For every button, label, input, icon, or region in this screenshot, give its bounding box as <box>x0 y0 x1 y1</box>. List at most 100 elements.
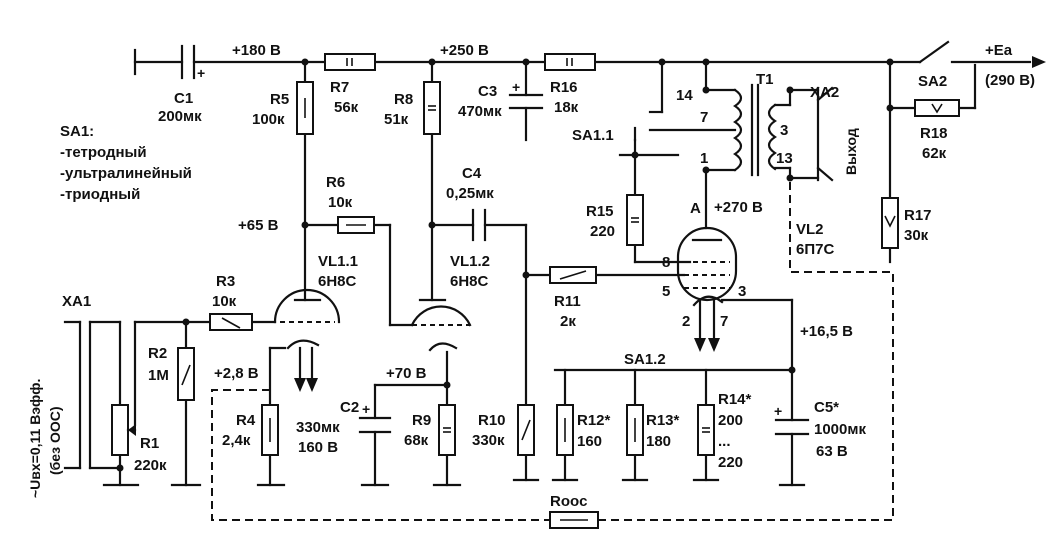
resistor-r6 <box>337 216 375 234</box>
r10-value: 330к <box>472 432 505 449</box>
vl11-type: 6Н8С <box>318 273 357 290</box>
t1-pin-13: 13 <box>776 150 793 167</box>
r4-value: 2,4к <box>222 432 251 449</box>
resistor-r9 <box>438 404 456 456</box>
resistor-r4 <box>261 404 279 456</box>
resistor-r5 <box>296 81 314 135</box>
svg-text:+: + <box>197 65 205 81</box>
anode-label: А <box>690 200 701 217</box>
node-2-8v-label: +2,8 В <box>214 365 259 382</box>
tube-vl2 <box>676 226 738 352</box>
vl2-type: 6П7С <box>796 241 834 258</box>
input-note-label: (без ООС) <box>47 407 63 476</box>
sa1-legend-title: SA1: <box>60 123 94 140</box>
resistor-r1 <box>111 404 137 456</box>
pin-2-label: 2 <box>682 313 690 330</box>
r7-ref: R7 <box>330 79 349 96</box>
r13-ref: R13* <box>646 412 680 429</box>
rail-250v-label: +250 В <box>440 42 489 59</box>
c5-voltage: 63 В <box>816 443 848 460</box>
r8-ref: R8 <box>394 91 413 108</box>
vl2-ref: VL2 <box>796 221 824 238</box>
pin-7-label: 7 <box>720 313 728 330</box>
t1-pin-14: 14 <box>676 87 693 104</box>
r14-ref: R14* <box>718 391 752 408</box>
resistor-r8 <box>423 81 441 135</box>
resistor-r10 <box>517 404 535 456</box>
r14-value1: 200 <box>718 412 743 429</box>
capacitor-c5: + <box>774 403 810 436</box>
r18-ref: R18 <box>920 125 948 142</box>
svg-text:+: + <box>774 403 782 419</box>
resistor-r3 <box>209 313 253 331</box>
svg-text:+: + <box>512 79 520 95</box>
capacitor-c2: + <box>358 401 392 434</box>
vl12-ref: VL1.2 <box>450 253 490 270</box>
t1-pin-7: 7 <box>700 109 708 126</box>
c1-ref: C1 <box>174 90 193 107</box>
resistor-r15 <box>626 194 644 246</box>
pin-3-label: 3 <box>738 283 746 300</box>
sa11-ref: SA1.1 <box>572 127 614 144</box>
xa2-ref: XA2 <box>810 84 839 101</box>
t1-pin-1: 1 <box>700 150 708 167</box>
r12-ref: R12* <box>577 412 611 429</box>
r7-value: 56к <box>334 99 359 116</box>
r6-value: 10к <box>328 194 353 211</box>
resistor-r2 <box>177 347 195 401</box>
r16-ref: R16 <box>550 79 578 96</box>
r6-ref: R6 <box>326 174 345 191</box>
sa1-legend-mode-2: -ультралинейный <box>60 165 192 182</box>
r5-value: 100к <box>252 111 285 128</box>
r5-ref: R5 <box>270 91 289 108</box>
r14-dots: ... <box>718 433 731 450</box>
c3-ref: C3 <box>478 83 497 100</box>
r13-value: 180 <box>646 433 671 450</box>
r4-ref: R4 <box>236 412 256 429</box>
r3-ref: R3 <box>216 273 235 290</box>
c5-ref: C5* <box>814 399 839 416</box>
resistor-r14 <box>697 404 715 456</box>
sa12-ref: SA1.2 <box>624 351 666 368</box>
r9-value: 68к <box>404 432 429 449</box>
t1-ref: T1 <box>756 71 774 88</box>
resistor-r13 <box>626 404 644 456</box>
r17-ref: R17 <box>904 207 932 224</box>
r12-value: 160 <box>577 433 602 450</box>
r15-value: 220 <box>590 223 615 240</box>
c2-voltage: 160 В <box>298 439 338 456</box>
resistor-r12 <box>556 404 574 456</box>
tube-vl1-2 <box>410 298 472 352</box>
wires <box>63 40 1046 487</box>
resistor-r17 <box>881 197 899 249</box>
c1-value: 200мк <box>158 108 202 125</box>
feedback-dashed-lines <box>211 182 894 521</box>
r18-value: 62к <box>922 145 947 162</box>
vl11-ref: VL1.1 <box>318 253 358 270</box>
tube-vl1-1 <box>273 288 341 392</box>
capacitor-c3: + <box>508 79 544 110</box>
c4-ref: C4 <box>462 165 482 182</box>
rail-180v-label: +180 В <box>232 42 281 59</box>
c3-value: 470мк <box>458 103 502 120</box>
r10-ref: R10 <box>478 412 506 429</box>
r1-value: 220к <box>134 457 167 474</box>
node-70v-label: +70 В <box>386 365 427 382</box>
svg-text:+: + <box>362 401 370 417</box>
output-label: Выход <box>843 128 859 175</box>
rail-ea-label: +Ea <box>985 42 1013 59</box>
junctions <box>116 58 894 472</box>
c4-value: 0,25мк <box>446 185 494 202</box>
r14-value2: 220 <box>718 454 743 471</box>
node-270v-label: +270 В <box>714 199 763 216</box>
r16-value: 18к <box>554 99 579 116</box>
resistor-r16 <box>544 53 596 71</box>
node-65v-label: +65 В <box>238 217 279 234</box>
resistor-r7 <box>324 53 376 71</box>
r2-ref: R2 <box>148 345 167 362</box>
capacitor-c1: + <box>180 44 205 81</box>
c2-value: 330мк <box>296 419 340 436</box>
r11-value: 2к <box>560 313 576 330</box>
pin-8-label: 8 <box>662 254 670 271</box>
